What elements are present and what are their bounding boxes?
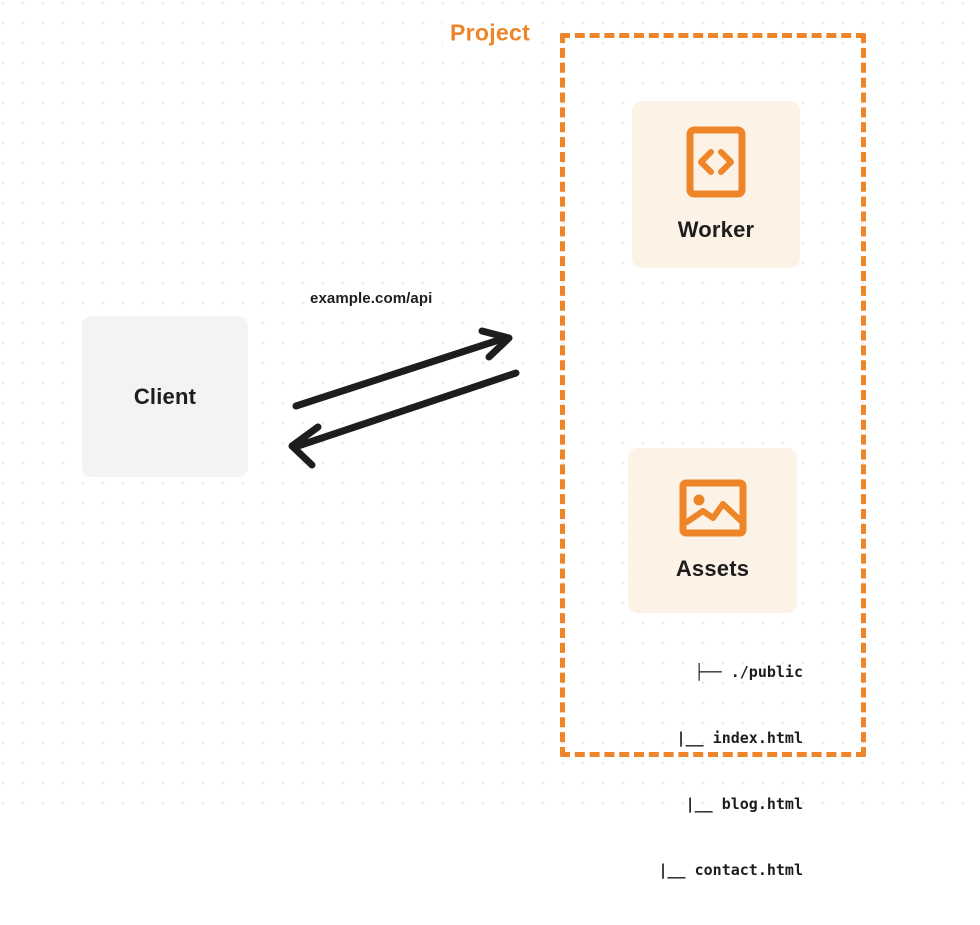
project-container xyxy=(560,33,866,757)
worker-label: Worker xyxy=(677,217,755,242)
client-node[interactable]: Client xyxy=(82,316,248,477)
code-brackets-icon xyxy=(686,126,746,203)
diagram-canvas: Client example.com/api Project Worker xyxy=(0,0,980,879)
file-tree-row: |__ contact.html xyxy=(640,861,803,879)
connection-label: example.com/api xyxy=(310,290,433,307)
file-tree-row: ├── ./public xyxy=(694,663,803,681)
response-arrow xyxy=(288,369,520,469)
image-icon xyxy=(679,479,747,542)
file-tree-row: |__ index.html xyxy=(640,729,803,747)
asset-file-tree: ├── ./public |__ index.html |__ blog.htm… xyxy=(608,617,803,925)
assets-label: Assets xyxy=(675,556,750,581)
client-label: Client xyxy=(133,383,197,409)
assets-node[interactable]: Assets xyxy=(628,448,797,613)
project-title: Project xyxy=(442,19,538,47)
request-arrow xyxy=(292,327,513,410)
file-tree-row: |__ blog.html xyxy=(640,795,803,813)
worker-node[interactable]: Worker xyxy=(632,101,800,268)
